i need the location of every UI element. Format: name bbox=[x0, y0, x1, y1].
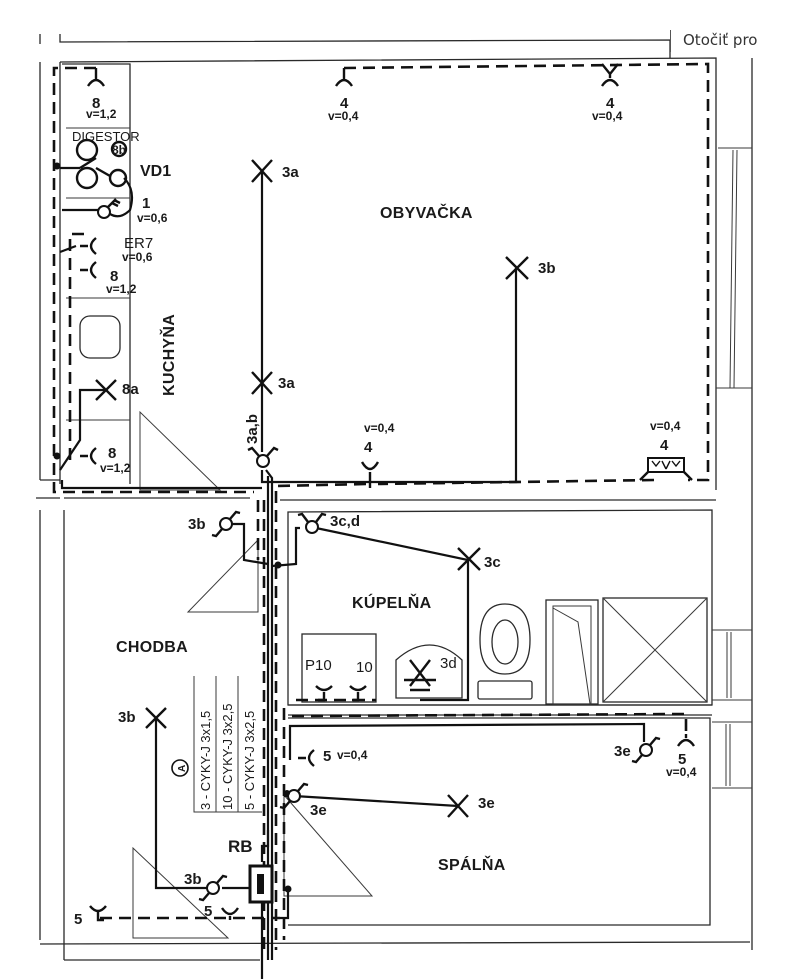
switch-icon bbox=[279, 782, 309, 810]
light-label: 3b bbox=[538, 260, 556, 277]
room-label-hallway: CHODBA bbox=[116, 639, 188, 656]
height-label: v=0,6 bbox=[122, 250, 153, 264]
switch-label: 3b bbox=[184, 871, 202, 888]
light-label: 3c bbox=[484, 554, 501, 571]
vd1-label: VD1 bbox=[140, 163, 171, 180]
ceiling-light-icon bbox=[145, 707, 167, 729]
switch-label: 3e bbox=[614, 743, 631, 760]
socket-icon bbox=[80, 237, 97, 255]
switch-icon bbox=[198, 874, 228, 902]
socket-icon bbox=[315, 685, 333, 702]
room-label-bedroom: SPÁLŇA bbox=[438, 855, 506, 874]
circuit-label: 8 bbox=[92, 95, 100, 112]
socket-icon bbox=[80, 447, 97, 465]
hood-fan-icon bbox=[75, 138, 128, 190]
switch-label: 3e bbox=[310, 802, 327, 819]
height-label: v=0,6 bbox=[137, 211, 168, 225]
height-label: v=0,4 bbox=[337, 748, 368, 762]
circuit-label: 4 bbox=[340, 95, 349, 112]
wiring-solid bbox=[59, 166, 646, 979]
ceiling-light-icon bbox=[505, 256, 529, 280]
light-label: 8a bbox=[122, 381, 139, 398]
ceiling-light-icon bbox=[447, 794, 469, 818]
socket-icon bbox=[601, 63, 619, 87]
cable-legend-box bbox=[171, 676, 262, 813]
room-label-living: OBYVAČKA bbox=[380, 203, 473, 222]
socket-icon bbox=[335, 68, 353, 87]
hood-label: DIGESTOR bbox=[72, 129, 140, 144]
hood-circuit-label: 8b bbox=[112, 143, 126, 157]
socket-label-p10: P10 bbox=[305, 657, 332, 674]
switch-icon bbox=[297, 512, 327, 534]
switch-label: 3a,b bbox=[244, 414, 261, 444]
height-label: v=0,4 bbox=[650, 419, 681, 433]
height-label: v=1,2 bbox=[106, 282, 137, 296]
light-label: 3a bbox=[278, 375, 295, 392]
socket-icon bbox=[360, 461, 380, 488]
room-label-kitchen: KUCHYŇA bbox=[159, 314, 178, 396]
socket-icon bbox=[349, 685, 367, 702]
light-label: 3e bbox=[478, 795, 495, 812]
junction-dot bbox=[53, 452, 61, 460]
cable-spec: 3 - CYKY-J 3x1,5 bbox=[198, 711, 213, 810]
junction-dot bbox=[53, 162, 61, 170]
height-label: v=0,4 bbox=[328, 109, 359, 123]
switch-icon bbox=[97, 198, 121, 219]
mirror-light-icon bbox=[404, 659, 436, 692]
cable-spec: 10 - CYKY-J 3x2,5 bbox=[220, 704, 235, 810]
socket-icon bbox=[677, 734, 695, 747]
light-label: 3b bbox=[118, 709, 136, 726]
junction-dot bbox=[284, 885, 292, 893]
switch-label: 3b bbox=[188, 516, 206, 533]
rotate-hint[interactable]: Otočiť pro bbox=[670, 30, 764, 52]
socket-icon bbox=[80, 261, 97, 279]
socket-icon bbox=[298, 749, 315, 767]
wiring-dashed bbox=[52, 62, 710, 950]
circuit-label: 8 bbox=[108, 445, 116, 462]
tv-data-socket-icon bbox=[639, 457, 693, 481]
junction-dot bbox=[284, 790, 290, 796]
er7-label: ER7 bbox=[124, 235, 153, 252]
socket-icon bbox=[87, 68, 105, 87]
circuit-label: 4 bbox=[606, 95, 615, 112]
height-label: v=0,4 bbox=[592, 109, 623, 123]
circuit-label: 5 bbox=[678, 751, 686, 768]
cable-spec: 5 - CYKY-J 3x2,5 bbox=[242, 711, 257, 810]
circuit-label: 5 bbox=[204, 903, 212, 920]
height-label: v=1,2 bbox=[86, 107, 117, 121]
ceiling-light-icon bbox=[95, 379, 117, 401]
circuit-label: 5 bbox=[323, 748, 331, 765]
switch-label: 3c,d bbox=[330, 513, 360, 530]
socket-icon bbox=[221, 907, 239, 920]
circuit-label: 4 bbox=[660, 437, 669, 454]
mirror-light-label: 3d bbox=[440, 655, 457, 672]
height-label: v=0,4 bbox=[364, 421, 395, 435]
circuit-label: 8 bbox=[110, 268, 118, 285]
cable-marker-label: A bbox=[177, 765, 188, 772]
circuit-label: 4 bbox=[364, 439, 373, 456]
switch-icon bbox=[631, 736, 661, 764]
ceiling-light-icon bbox=[457, 547, 481, 571]
symbols bbox=[53, 63, 695, 922]
ceiling-light-icon bbox=[251, 159, 273, 183]
light-label: 3a bbox=[282, 164, 299, 181]
socket-icon bbox=[89, 905, 107, 922]
junction-dot bbox=[274, 561, 282, 569]
height-label: v=1,2 bbox=[100, 461, 131, 475]
switch-icon bbox=[211, 510, 241, 538]
circuit-label: 5 bbox=[74, 911, 82, 928]
socket-label-10: 10 bbox=[356, 659, 373, 676]
room-label-bathroom: KÚPELŇA bbox=[352, 593, 432, 612]
ceiling-light-icon bbox=[251, 371, 273, 395]
distribution-board-label: RB bbox=[228, 837, 253, 856]
distribution-board-icon bbox=[248, 864, 274, 904]
circuit-label: 1 bbox=[142, 195, 150, 212]
switch-icon bbox=[247, 446, 279, 468]
height-label: v=0,4 bbox=[666, 765, 697, 779]
